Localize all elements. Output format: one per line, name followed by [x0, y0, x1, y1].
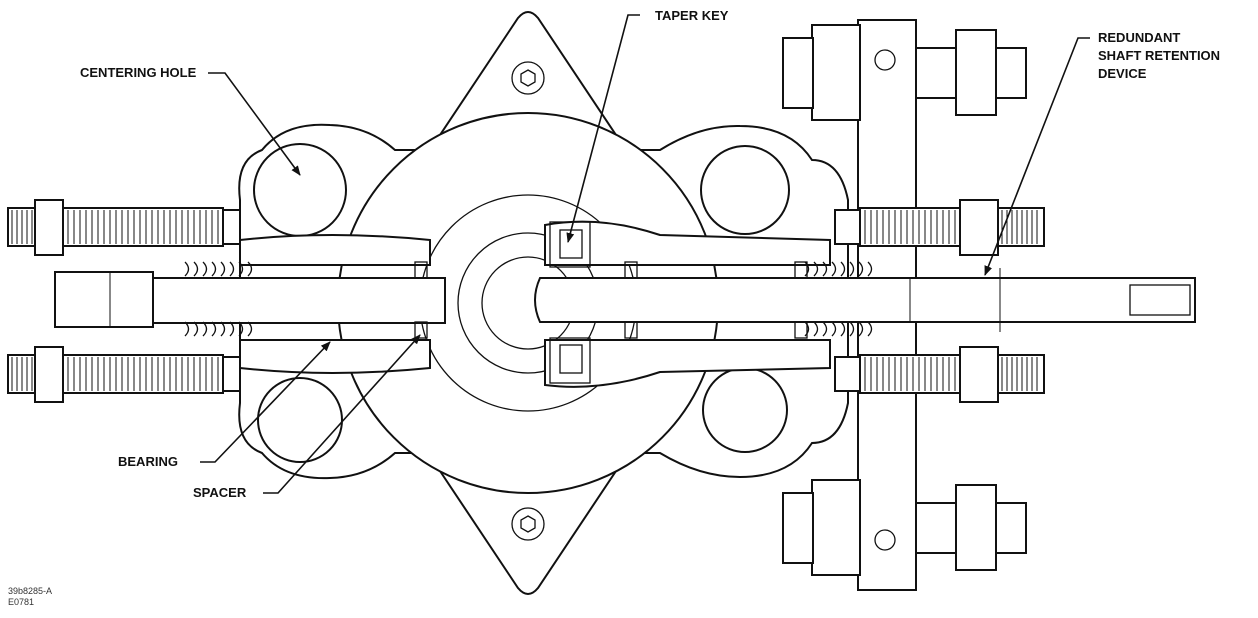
label-spacer: SPACER	[193, 485, 247, 500]
label-bearing: BEARING	[118, 454, 178, 469]
label-redundant-line1: REDUNDANT	[1098, 30, 1180, 45]
centering-hole	[253, 143, 347, 237]
figure-code-2: E0781	[8, 597, 34, 607]
top-lug	[428, 11, 628, 151]
label-redundant-line2: SHAFT RETENTION	[1098, 48, 1220, 63]
left-bolts	[7, 199, 241, 403]
bottom-lug	[428, 455, 628, 595]
retention-bar	[782, 19, 1027, 591]
shaft	[54, 268, 1196, 332]
clamp-plates	[239, 220, 831, 388]
label-taper-key: TAPER KEY	[655, 8, 729, 23]
leader-lines	[200, 14, 1090, 494]
spacers	[414, 261, 808, 339]
bolt-threads	[11, 210, 1038, 391]
spring-washers	[184, 261, 873, 337]
figure-code-1: 39b8285-A	[8, 586, 52, 596]
label-redundant-line3: DEVICE	[1098, 66, 1147, 81]
label-centering-hole: CENTERING HOLE	[80, 65, 197, 80]
